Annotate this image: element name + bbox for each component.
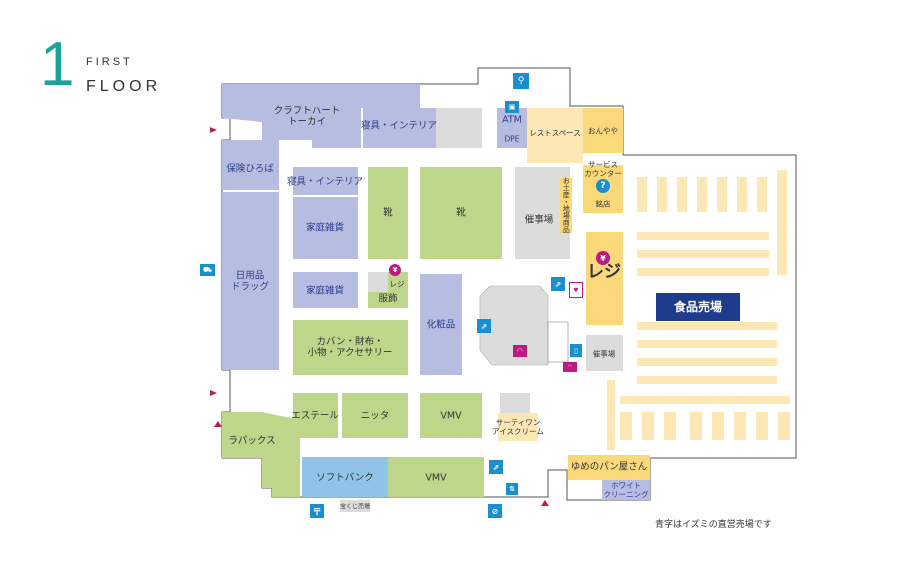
label-dpe: DPE bbox=[504, 134, 520, 144]
label-thirtyone: サーティワン アイスクリーム bbox=[492, 418, 544, 436]
zone-kesho[interactable] bbox=[420, 274, 462, 375]
zone-nitta[interactable] bbox=[342, 393, 408, 438]
label-kateizakka-1: 家庭雑貨 bbox=[305, 222, 345, 234]
zone-escalator-hall bbox=[479, 285, 549, 366]
label-omiyage: お土産・地場商品 bbox=[562, 177, 571, 233]
zone-gray-top bbox=[436, 108, 482, 148]
label-onyaya: おんやや bbox=[588, 126, 618, 136]
zone-white[interactable] bbox=[602, 480, 650, 500]
floor-floor-label: FLOOR bbox=[86, 78, 162, 95]
yen-icon-big: ¥ bbox=[596, 251, 610, 265]
floor-first-label: FIRST bbox=[86, 56, 133, 68]
label-reji-big: レジ bbox=[587, 261, 621, 282]
label-saijiba-2: 催事場 bbox=[592, 349, 616, 359]
label-nichiyohin: 日用品 ドラッグ bbox=[230, 270, 270, 293]
zone-kateizakka-2[interactable] bbox=[293, 272, 358, 308]
label-kutsu-1: 靴 bbox=[383, 207, 393, 219]
label-vmv-2: VMV bbox=[425, 472, 447, 484]
question-icon: ? bbox=[596, 179, 610, 193]
label-food: 食品売場 bbox=[667, 296, 729, 318]
label-kateizakka-2: 家庭雑貨 bbox=[305, 285, 345, 297]
zone-atm[interactable] bbox=[497, 108, 527, 130]
zone-vmv-2[interactable] bbox=[388, 457, 484, 497]
zone-bag[interactable] bbox=[293, 320, 408, 375]
zone-saijiba-2[interactable] bbox=[586, 335, 623, 371]
zone-hoken[interactable] bbox=[222, 140, 279, 190]
post-icon: 〒 bbox=[310, 504, 324, 518]
label-softbank: ソフトバンク bbox=[316, 472, 374, 484]
zone-kutsu-1[interactable] bbox=[368, 167, 408, 259]
wifi-icon-2: ◠ bbox=[563, 362, 577, 372]
zone-kutsu-2[interactable] bbox=[420, 167, 502, 259]
label-kesho: 化粧品 bbox=[426, 319, 456, 331]
zone-reji-big[interactable] bbox=[586, 232, 623, 325]
zone-rapax[interactable] bbox=[222, 412, 300, 497]
label-restspace: レストスペース bbox=[529, 128, 581, 138]
entrance-markers bbox=[210, 127, 549, 506]
label-hoken: 保険ひろば bbox=[226, 163, 274, 175]
label-esthetale: エステール bbox=[291, 410, 339, 422]
label-bag: カバン・財布・ 小物・アクセサリー bbox=[307, 336, 393, 359]
label-kutsu-2: 靴 bbox=[456, 207, 466, 219]
label-atm: ATM bbox=[502, 114, 522, 126]
label-bedding-top: 寝具・インテリア bbox=[360, 120, 438, 132]
escalator-icon: ⇗ bbox=[551, 277, 565, 291]
zone-onyaya[interactable] bbox=[583, 108, 623, 153]
label-fukushoku: 服飾 bbox=[378, 293, 398, 305]
label-takarakuji: 宝くじ売場 bbox=[339, 503, 371, 511]
yen-icon-small: ¥ bbox=[389, 264, 401, 276]
zone-kateizakka-1[interactable] bbox=[293, 197, 358, 259]
label-nitta: ニッタ bbox=[360, 410, 390, 422]
floor-number: 1 bbox=[40, 30, 75, 99]
wifi-icon: ◠ bbox=[513, 345, 527, 357]
aed-icon: ♥ bbox=[569, 282, 583, 298]
label-service: サービス カウンター bbox=[584, 160, 622, 178]
zone-takarakuji[interactable] bbox=[340, 500, 370, 512]
escalator-icon-2: ⇗ bbox=[477, 319, 491, 333]
food-shelves bbox=[607, 170, 790, 450]
atm-icon: ▣ bbox=[505, 101, 519, 113]
zone-yumeno[interactable] bbox=[568, 455, 650, 480]
zone-omiyage[interactable] bbox=[560, 178, 572, 233]
label-bedding-left: 寝具・インテリア bbox=[286, 176, 364, 188]
zone-softbank[interactable] bbox=[302, 457, 388, 497]
zone-craftheart[interactable] bbox=[222, 84, 436, 148]
legend-note: 青字はイズミの直営売場です bbox=[655, 520, 772, 530]
zone-bedding-left[interactable] bbox=[293, 167, 358, 195]
elevator-icon: ⇅ bbox=[506, 483, 518, 495]
label-saijiba-1: 催事場 bbox=[524, 214, 554, 226]
zone-vmv-1[interactable] bbox=[420, 393, 482, 438]
zone-dpe[interactable] bbox=[497, 130, 527, 148]
zone-thirtyone[interactable] bbox=[498, 413, 538, 441]
label-white: ホワイト クリーニング bbox=[603, 481, 649, 499]
label-rapax: ラパックス bbox=[228, 435, 276, 447]
escalator-icon-3: ⇗ bbox=[489, 460, 503, 474]
label-vmv-1: VMV bbox=[440, 410, 462, 422]
label-reji-small: レジ bbox=[389, 279, 405, 289]
phone-icon: ▯ bbox=[570, 344, 582, 357]
zone-reji-small bbox=[368, 272, 388, 292]
smoking-icon: ⊘ bbox=[488, 504, 502, 518]
label-meiten: 銘店 bbox=[595, 199, 611, 209]
escalator bbox=[547, 321, 569, 363]
zone-gray-mid bbox=[500, 393, 530, 413]
label-craftheart: クラフトハート トーカイ bbox=[273, 105, 341, 128]
parking-car-icon: ⛟ bbox=[200, 264, 215, 276]
zone-esthetale[interactable] bbox=[293, 393, 338, 438]
zone-nichiyohin[interactable] bbox=[222, 192, 279, 370]
restroom-icon: ⚲ bbox=[513, 73, 529, 89]
label-yumeno: ゆめのパン屋さん bbox=[570, 461, 648, 473]
zone-restspace[interactable] bbox=[527, 108, 583, 163]
